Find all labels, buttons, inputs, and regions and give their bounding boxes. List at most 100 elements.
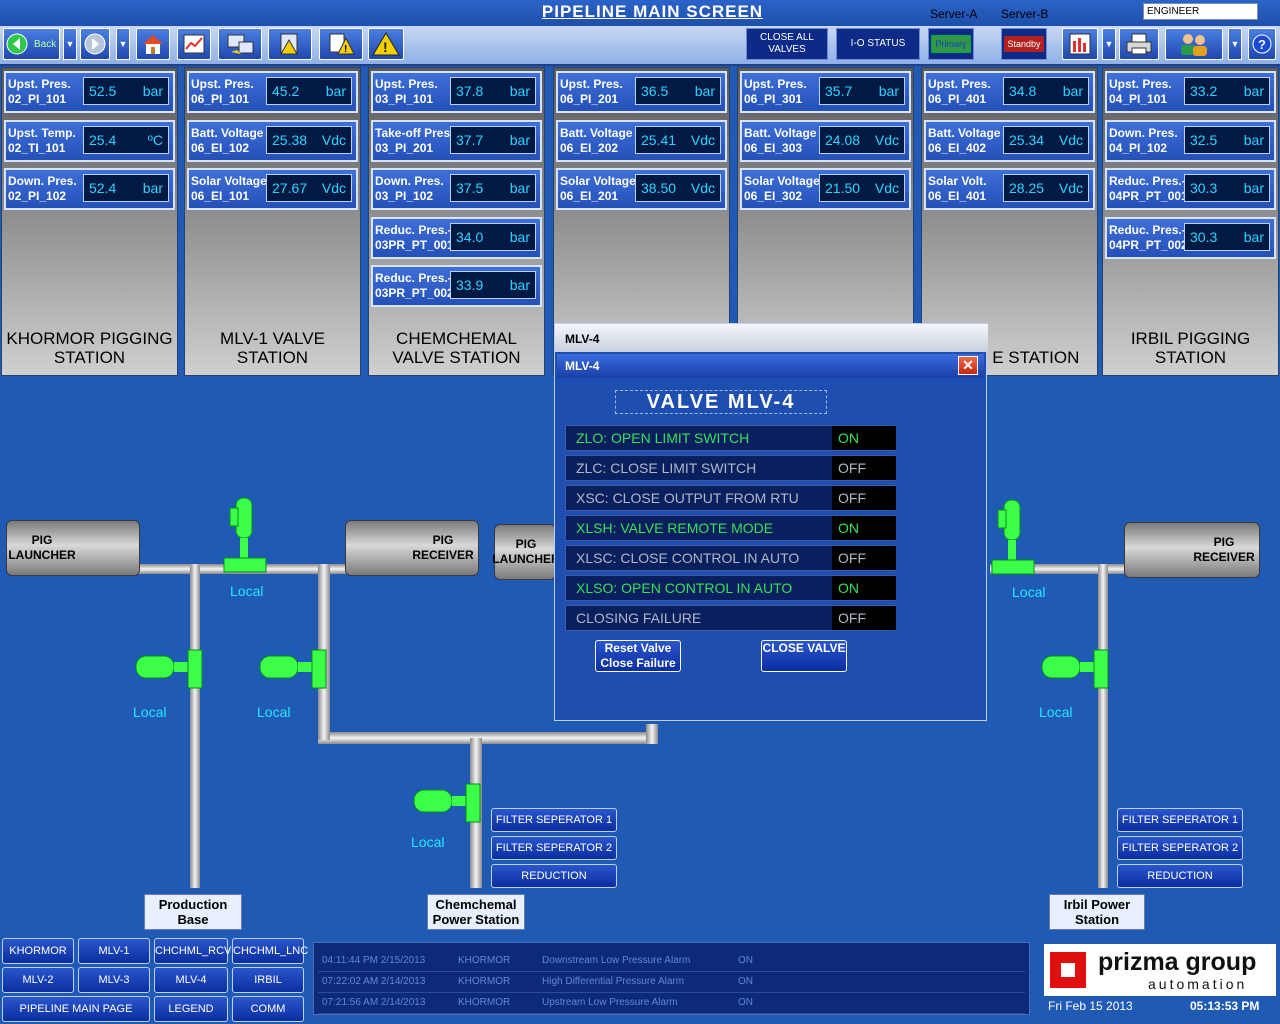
irbil-filter-1-button[interactable]: FILTER SEPERATOR 1 bbox=[1117, 808, 1243, 832]
measurement-unit: bar bbox=[509, 180, 530, 196]
nav-pipeline-main-button[interactable]: PIPELINE MAIN PAGE bbox=[2, 996, 150, 1022]
irbil-filter-2-button[interactable]: FILTER SEPERATOR 2 bbox=[1117, 836, 1243, 860]
dialog-title-bar[interactable]: MLV-4 ✕ bbox=[557, 354, 984, 378]
measurement-label: Reduc. Pres.-1 04PR_PT_001 bbox=[1109, 174, 1193, 203]
trend-button[interactable] bbox=[177, 28, 211, 60]
title-bar: PIPELINE MAIN SCREEN Server-A Server-B E… bbox=[0, 0, 1280, 27]
io-status-button[interactable]: I-O STATUS bbox=[836, 28, 920, 60]
reset-valve-close-failure-button[interactable]: Reset Valve Close Failure bbox=[595, 640, 681, 672]
nav-mlv4-button[interactable]: MLV-4 bbox=[154, 967, 228, 993]
chemchemal-power-valve-icon[interactable] bbox=[412, 782, 484, 824]
measurement-label: Upst. Temp. 02_TI_101 bbox=[8, 125, 76, 155]
irbil-reduction-button[interactable]: REDUCTION bbox=[1117, 864, 1243, 888]
print-button[interactable] bbox=[1119, 28, 1159, 60]
nav-irbil-button[interactable]: IRBIL bbox=[232, 967, 304, 993]
nav-legend-button[interactable]: LEGEND bbox=[154, 996, 228, 1022]
khormor-pig-launcher[interactable]: PIG LAUNCHER bbox=[6, 520, 140, 576]
forward-arrow-icon bbox=[84, 33, 106, 55]
back-arrow-icon bbox=[6, 33, 28, 55]
report-button[interactable] bbox=[1062, 28, 1098, 60]
irbil-power-local-label: Local bbox=[1039, 704, 1073, 720]
status-value: OFF bbox=[832, 606, 896, 630]
trend-chart-icon bbox=[183, 34, 205, 54]
alarm-list-button[interactable] bbox=[268, 28, 312, 60]
dialog-close-button[interactable]: ✕ bbox=[958, 356, 978, 375]
measurement-value: 21.50 bbox=[825, 180, 861, 196]
alarm-acknowledge-button[interactable]: ! bbox=[368, 28, 404, 60]
users-dropdown-button[interactable]: ▼ bbox=[1228, 28, 1242, 60]
irbil-power-valve-icon[interactable] bbox=[1040, 648, 1112, 690]
chemchemal-filter-2-button[interactable]: FILTER SEPERATOR 2 bbox=[491, 836, 617, 860]
alarm-time: 07:22:02 AM 2/14/2013 bbox=[322, 976, 426, 987]
close-valve-button[interactable]: CLOSE VALVE bbox=[761, 640, 847, 672]
nav-khormor-button[interactable]: KHORMOR bbox=[2, 938, 74, 964]
back-button[interactable]: Back bbox=[3, 28, 60, 60]
chemchemal-riser-valve-icon[interactable] bbox=[258, 648, 330, 690]
close-all-valves-button[interactable]: CLOSE ALL VALVES bbox=[746, 28, 828, 60]
nav-mlv3-button[interactable]: MLV-3 bbox=[78, 967, 150, 993]
chemchemal-pig-launcher[interactable]: PIG LAUNCHER bbox=[492, 524, 560, 580]
chemchemal-filter-1-button[interactable]: FILTER SEPERATOR 1 bbox=[491, 808, 617, 832]
mlv4-vertical-valve-icon[interactable] bbox=[990, 498, 1036, 578]
chemchemal-pig-receiver[interactable]: PIG RECEIVER bbox=[345, 520, 479, 576]
standby-server-button[interactable]: Standby bbox=[1001, 28, 1047, 60]
nav-comm-button[interactable]: COMM bbox=[232, 996, 304, 1022]
report-dropdown-button[interactable]: ▼ bbox=[1102, 28, 1116, 60]
irbil-pig-receiver[interactable]: PIG RECEIVER bbox=[1124, 522, 1260, 578]
home-button[interactable] bbox=[136, 28, 170, 60]
back-dropdown-button[interactable]: ▼ bbox=[63, 28, 77, 60]
measurement-unit: bar bbox=[1243, 180, 1264, 196]
nav-chchml-rcv-button[interactable]: CHCHML_RCV bbox=[154, 938, 231, 964]
mlv1-vertical-valve-icon[interactable] bbox=[222, 496, 268, 576]
dialog-window-title[interactable]: MLV-4 bbox=[555, 324, 988, 352]
production-base-valve-icon[interactable] bbox=[134, 648, 206, 690]
nav-chchml-lnc-button[interactable]: CHCHML_LNC bbox=[232, 938, 308, 964]
forward-button[interactable] bbox=[80, 28, 110, 60]
network-button[interactable] bbox=[218, 28, 262, 60]
forward-dropdown-button[interactable]: ▼ bbox=[116, 28, 130, 60]
chemchemal-reduction-button[interactable]: REDUCTION bbox=[491, 864, 617, 888]
alarm-summary-button[interactable]: ! bbox=[319, 28, 363, 60]
primary-server-button[interactable]: Primary bbox=[928, 28, 974, 60]
help-button[interactable]: ? bbox=[1248, 28, 1276, 60]
nav-mlv1-button[interactable]: MLV-1 bbox=[78, 938, 150, 964]
nav-mlv2-button[interactable]: MLV-2 bbox=[2, 967, 74, 993]
users-button[interactable] bbox=[1165, 28, 1223, 60]
user-role-field[interactable]: ENGINEER bbox=[1143, 3, 1258, 20]
